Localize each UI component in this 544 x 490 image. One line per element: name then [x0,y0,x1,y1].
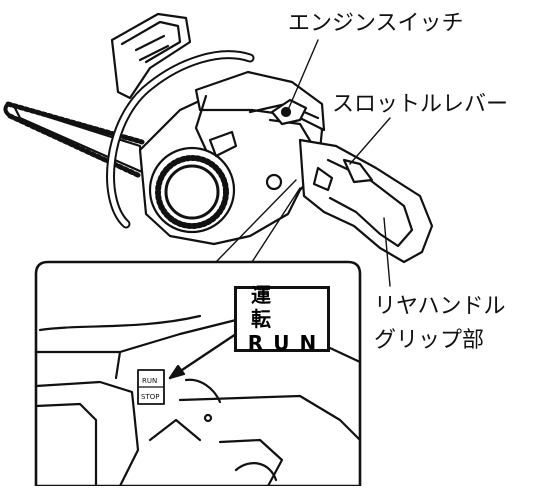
front-handle [106,50,255,229]
engine-switch-detail [137,369,165,405]
run-arrow [168,332,238,380]
leader-lines [215,39,391,287]
engine-switch-knob [270,98,308,126]
run-label-english: RUN [247,331,327,355]
front-hand-guard [110,12,192,100]
engine-switch-label: エンジンスイッチ [288,11,464,36]
switch-run-mark: RUN [142,377,157,385]
run-label-box: 運 転 RUN [234,283,330,355]
switch-stop-mark: STOP [141,393,159,401]
rear-handle-label-line2: グリップ部 [374,328,485,353]
recoil-starter [148,130,238,234]
run-label-japanese: 運 転 [251,283,285,331]
rear-handle-label-line1: リヤハンドル [374,294,506,319]
rear-handle [265,138,434,264]
throttle-lever-label: スロットルレバー [332,92,509,117]
